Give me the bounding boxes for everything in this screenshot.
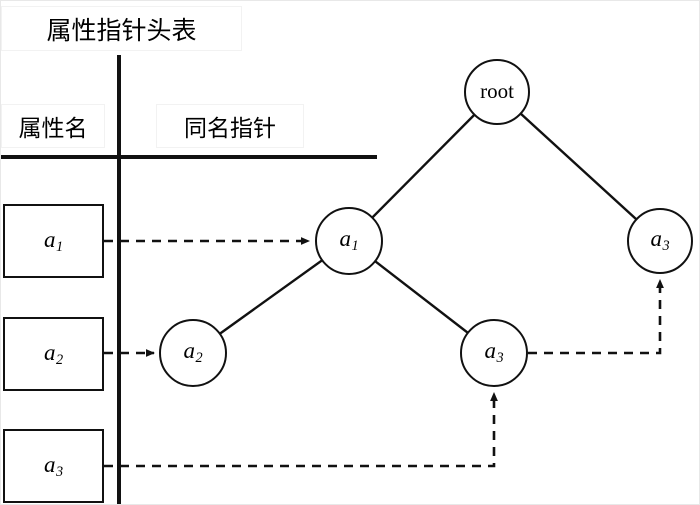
attribute-cell-a2-label: a2 — [43, 339, 64, 368]
tree-node-root[interactable]: root — [464, 59, 530, 125]
column-header-same-name-pointer: 同名指针 — [156, 104, 304, 148]
column-header-attribute-name: 属性名 — [1, 104, 105, 148]
attribute-cell-a1[interactable]: a1 — [3, 204, 104, 278]
tree-node-a3-top[interactable]: a3 — [627, 208, 693, 274]
attribute-cell-a3-label: a3 — [43, 451, 64, 480]
tree-node-a3-top-label: a3 — [650, 225, 670, 254]
attribute-cell-a3[interactable]: a3 — [3, 429, 104, 503]
tree-node-a2-label: a2 — [183, 337, 203, 366]
attribute-cell-a2[interactable]: a2 — [3, 317, 104, 391]
tree-edge-root-a3top — [496, 91, 661, 242]
tree-node-root-label: root — [480, 78, 514, 103]
tree-edge-root-a1 — [348, 91, 498, 242]
tree-node-a1-label: a1 — [339, 225, 359, 254]
tree-node-a2[interactable]: a2 — [159, 319, 227, 387]
diagram-title: 属性指针头表 — [1, 6, 242, 51]
pointer-link-row-a3-to-node-a3low — [104, 392, 498, 468]
tree-node-a3-low-label: a3 — [484, 337, 504, 366]
tree-node-a3-low[interactable]: a3 — [460, 319, 528, 387]
attribute-cell-a1-label: a1 — [43, 226, 64, 255]
pointer-link-node-a3low-to-node-a3top — [528, 279, 664, 355]
tree-node-a1[interactable]: a1 — [315, 207, 383, 275]
